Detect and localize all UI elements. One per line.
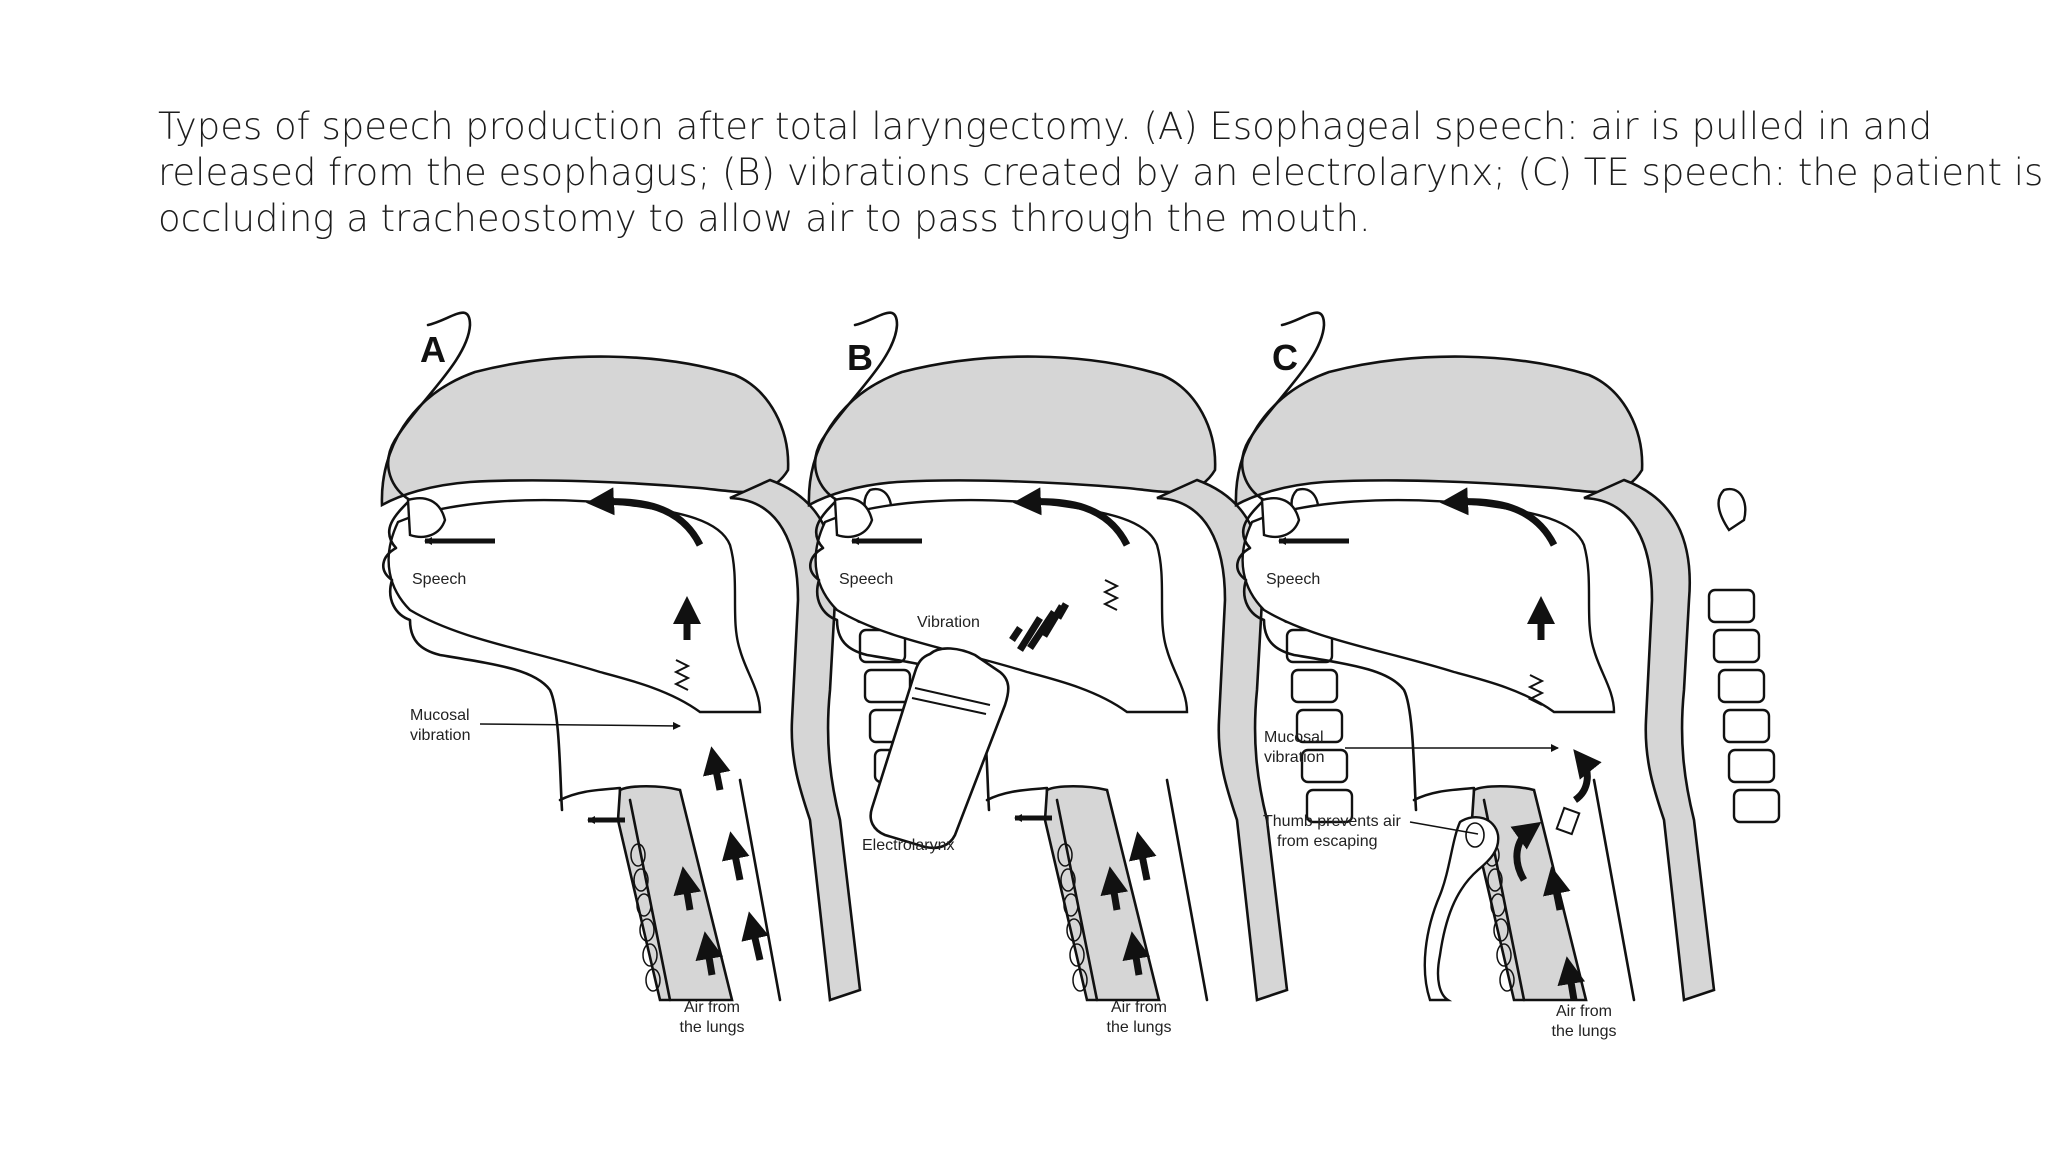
airflow-arrow <box>703 746 731 791</box>
speech-label: Speech <box>839 571 893 588</box>
air-label-line2: the lungs <box>1552 1023 1617 1040</box>
airflow-arrow <box>586 487 704 547</box>
thumbnail <box>1465 822 1485 848</box>
airflow-arrow <box>673 866 702 911</box>
speech-label: Speech <box>1266 571 1320 588</box>
figure-caption: Types of speech production after total l… <box>158 104 2044 242</box>
airflow-arrow <box>1543 866 1571 911</box>
air-label-line1: Air from <box>1111 999 1167 1016</box>
caption-line-2: released from the esophagus; (B) vibrati… <box>158 151 2044 194</box>
vibration-zigzag <box>1527 674 1545 706</box>
airflow-arrow <box>722 831 750 881</box>
airflow-arrow <box>1440 487 1558 547</box>
airflow-arrow <box>695 931 724 976</box>
thumb <box>1423 816 1500 1002</box>
caption-line-3: occluding a tracheostomy to allow air to… <box>158 197 1371 240</box>
mucosal-label-line1: Mucosal <box>410 707 470 724</box>
mucosal-pointer <box>479 721 681 730</box>
panel-letter-b: B <box>847 337 873 378</box>
mucosal-label-line2: vibration <box>410 727 470 744</box>
mucosal-label-line1: Mucosal <box>1264 729 1324 746</box>
airflow-arrow <box>1100 866 1129 911</box>
thumb-pointer <box>1409 821 1479 835</box>
speech-label: Speech <box>412 571 466 588</box>
airflow-arrow <box>1129 831 1157 881</box>
airflow-arrow <box>1122 931 1151 976</box>
panel-a: A Speech Mucosal vibration Air from the … <box>380 311 927 1036</box>
airflow-arrow <box>741 911 769 961</box>
electrolarynx-label: Electrolarynx <box>862 837 954 854</box>
air-label-line2: the lungs <box>680 1019 745 1036</box>
panel-c: C Speech Mucosal vibration Thumb prevent… <box>1234 311 1781 1040</box>
thumb-label-line1: Thumb prevents air <box>1263 813 1402 830</box>
airflow-arrow <box>1572 749 1602 803</box>
thumb-label-line2: from escaping <box>1277 833 1378 850</box>
airflow-arrow <box>1013 487 1131 547</box>
vibration-zigzag <box>1102 579 1120 611</box>
vibration-zigzag <box>673 659 691 691</box>
electrolarynx-device <box>869 647 1010 850</box>
panel-letter-c: C <box>1272 337 1298 378</box>
te-valve <box>1555 806 1581 836</box>
panel-letter-a: A <box>420 329 446 370</box>
airflow-arrow <box>1510 821 1542 882</box>
air-label-line2: the lungs <box>1107 1019 1172 1036</box>
air-label-line1: Air from <box>684 999 740 1016</box>
caption-line-1: Types of speech production after total l… <box>158 105 1933 148</box>
airflow-arrow <box>1557 956 1586 1001</box>
mucosal-label-line2: vibration <box>1264 749 1324 766</box>
panel-b: B Speech Vibration Electrolarynx Air fro… <box>807 311 1354 1036</box>
vibration-label: Vibration <box>917 614 980 631</box>
air-label-line1: Air from <box>1556 1003 1612 1020</box>
vibration-marks <box>1009 602 1070 652</box>
